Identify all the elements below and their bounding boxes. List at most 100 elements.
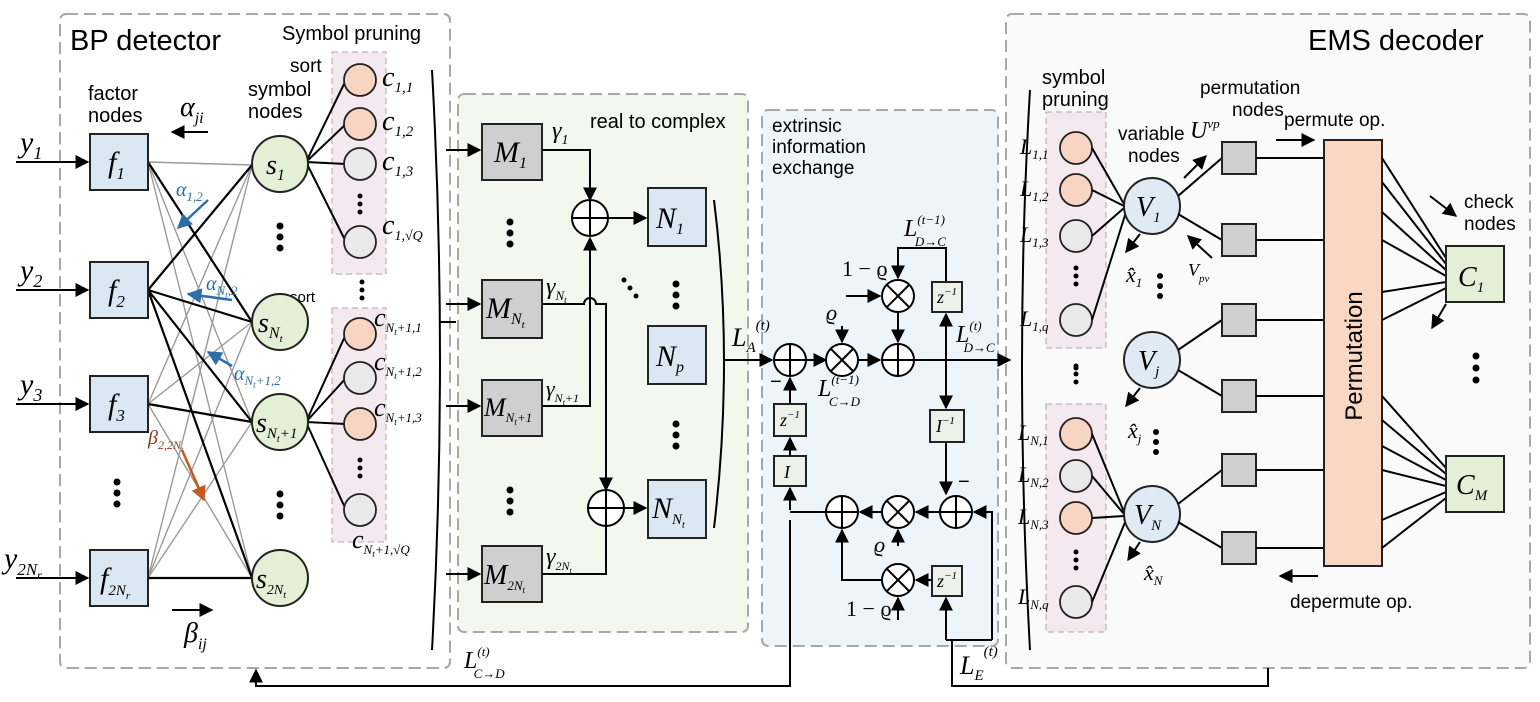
- bp-detector-title: BP detector: [70, 25, 221, 57]
- n-dots: [672, 280, 680, 450]
- LA-label: LA(t): [731, 318, 770, 356]
- y-label-2: y2: [17, 254, 42, 291]
- svg-text:MNt+1: MNt+1: [483, 393, 532, 427]
- Vpv-label: Vpv: [1186, 235, 1213, 285]
- svg-text:N1: N1: [655, 202, 684, 238]
- rho-top: ϱ: [826, 300, 837, 325]
- svg-text:γ2Nt: γ2Nt: [546, 544, 572, 575]
- svg-text:LE(t): LE(t): [959, 644, 998, 684]
- ext-m4-left: [835, 528, 882, 581]
- zinv-bottom: z−1: [931, 565, 963, 597]
- alpha-12-arrow: α1,2: [176, 179, 209, 230]
- LDC-prev-label: L(t−1)D→C: [903, 212, 946, 249]
- y-label-1: y1: [17, 126, 42, 163]
- factor-graph-edges: [146, 161, 254, 580]
- svg-text:L1,3: L1,3: [1019, 222, 1049, 250]
- between-column-dots: [359, 279, 365, 301]
- check-out-arrow: [1431, 303, 1447, 330]
- xhat-1: x̂1: [1125, 233, 1163, 299]
- svg-text:αji: αji: [180, 92, 204, 127]
- m-node-1: M1: [481, 123, 543, 181]
- gamma-labels: γ1 γNt γNt+1 γ2Nt: [546, 118, 579, 575]
- llr-circles-bottom: [1059, 417, 1093, 619]
- dec-symbol-pruning-2: pruning: [1042, 89, 1109, 111]
- y-label-4: y2Nr: [1, 542, 42, 582]
- svg-text:LN,2: LN,2: [1017, 462, 1049, 490]
- svg-text:s1: s1: [266, 150, 285, 184]
- svg-text:cNt+1,√Q: cNt+1,√Q: [352, 525, 410, 559]
- svg-text:Vpv: Vpv: [1188, 260, 1210, 285]
- svg-text:y2: y2: [17, 254, 42, 291]
- dec-L-labels: L1,1 L1,2 L1,3 L1,q LN,1 LN,2 LN,3 LN,q: [1017, 134, 1049, 612]
- svg-text:VN: VN: [1134, 500, 1162, 534]
- svg-text:z−1: z−1: [779, 409, 800, 430]
- svg-text:c1,2: c1,2: [382, 106, 414, 140]
- svg-text:γNt+1: γNt+1: [546, 376, 579, 407]
- depermute-op-label: depermute op.: [1290, 592, 1413, 613]
- symbol-node-s2Nt: s2Nt: [251, 549, 309, 607]
- svg-text:c1,3: c1,3: [382, 146, 413, 180]
- svg-text:sNt: sNt: [258, 308, 284, 345]
- svg-text:L1,1: L1,1: [1019, 134, 1049, 162]
- rtc-output-bracket: [713, 199, 725, 529]
- check-nodes-label-2: nodes: [1464, 214, 1516, 235]
- iinv-block: I−1: [929, 409, 965, 443]
- one-minus-rho-bot: 1 − ϱ: [846, 596, 892, 621]
- svg-text:x̂1: x̂1: [1125, 262, 1142, 290]
- m-node-Nt1: MNt+1: [481, 379, 543, 437]
- factor-node-f2: f2: [89, 261, 149, 319]
- check-in-arrow: [1429, 195, 1458, 217]
- perm-to-block-edges: [1256, 157, 1324, 549]
- LCD-label: L(t)C→D: [463, 644, 505, 681]
- svg-text:αNt+1,2: αNt+1,2: [234, 363, 281, 390]
- extrinsic-title-1: extrinsic: [772, 116, 842, 137]
- pruning-edges: [305, 79, 347, 511]
- xhat-N: x̂N: [1127, 541, 1164, 588]
- ems-decoder-title: EMS decoder: [1308, 25, 1484, 57]
- Uvp-label: Uvp: [1183, 116, 1220, 179]
- perm-nodes-label-1: permutation: [1200, 78, 1300, 99]
- minus-sign-2: −: [958, 471, 970, 493]
- perm-node-boxes: [1221, 141, 1257, 565]
- xhat-j: x̂j: [1125, 387, 1159, 455]
- m-dots: [506, 218, 514, 516]
- rho-bot: ϱ: [874, 532, 885, 557]
- ext-adder-4: [939, 495, 973, 529]
- alpha-Nt2-arrow: αNt,2: [186, 273, 238, 304]
- extrinsic-title-2: information: [772, 137, 866, 158]
- svg-text:L(t)C→D: L(t)C→D: [463, 644, 505, 681]
- svg-text:L1,2: L1,2: [1019, 176, 1049, 204]
- candidate-circles-bottom: [343, 317, 377, 527]
- ext-mult-4: [881, 563, 915, 597]
- svg-text:αNt,2: αNt,2: [206, 273, 238, 300]
- alpha-ji-label: αji: [170, 92, 208, 139]
- svg-text:I: I: [783, 462, 791, 482]
- m-node-2Nt: M2Nt: [481, 545, 543, 603]
- zinv-left: z−1: [773, 403, 807, 437]
- extrinsic-title-3: exchange: [772, 158, 854, 179]
- c-labels: c1,1 c1,2 c1,3 c1,√Q cNt+1,1 cNt+1,2 cNt…: [352, 62, 423, 559]
- detector-output-bracket: [431, 69, 441, 651]
- svg-text:βij: βij: [183, 618, 207, 653]
- LE-route: [951, 640, 1269, 687]
- svg-text:M2Nt: M2Nt: [483, 560, 526, 595]
- check-node-C1: C1: [1445, 245, 1505, 303]
- var-to-perm-edges: [1177, 157, 1223, 549]
- m-node-Nt: MNt: [481, 279, 543, 339]
- LDC-label: L(t)D→C: [955, 318, 995, 355]
- check-dots: [1472, 352, 1480, 384]
- LCD-prev-label: L(t−1)C→D: [817, 372, 861, 409]
- variable-node-Vj: Vj: [1123, 331, 1181, 389]
- rtc-input-arrows: [446, 143, 482, 581]
- symbol-dots: [276, 222, 284, 520]
- svg-text:M1: M1: [493, 136, 527, 172]
- svg-text:LN,1: LN,1: [1017, 420, 1049, 448]
- zinv-top: z−1: [931, 281, 963, 313]
- svg-text:y3: y3: [17, 368, 42, 405]
- gamma-wires: [542, 149, 613, 575]
- factor-nodes-label-2: nodes: [88, 105, 143, 127]
- factor-node-f1: f1: [89, 133, 149, 191]
- svg-text:x̂j: x̂j: [1127, 418, 1142, 446]
- svg-text:Vj: Vj: [1138, 346, 1159, 380]
- svg-text:LA(t): LA(t): [731, 318, 770, 356]
